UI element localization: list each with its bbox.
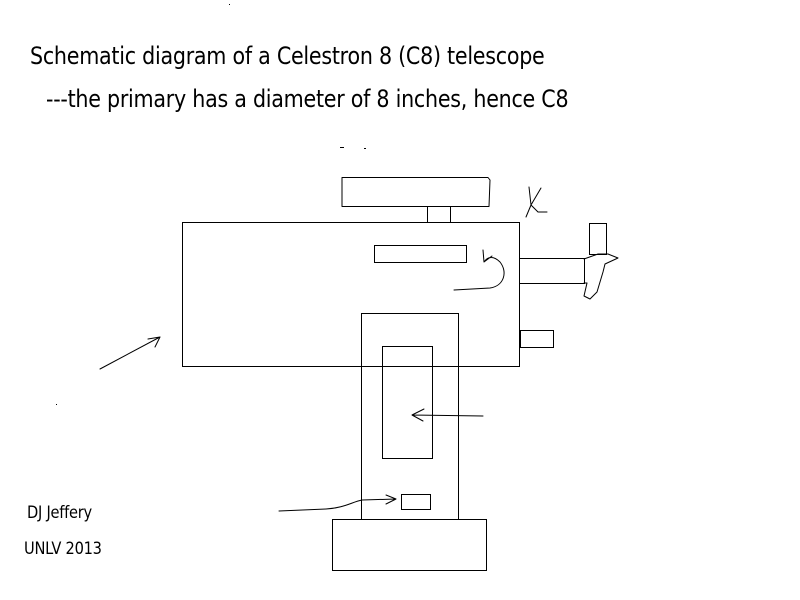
control-box	[401, 494, 431, 510]
optical-tube	[182, 222, 520, 367]
secondary-mirror	[374, 245, 467, 263]
finder-scope	[341, 177, 491, 207]
diagram-title: Schematic diagram of a Celestron 8 (C8) …	[30, 42, 545, 70]
credit-affiliation: UNLV 2013	[24, 539, 102, 559]
drive-housing	[382, 346, 433, 459]
scribble-mark	[525, 186, 548, 218]
diagram-subtitle: ---the primary has a diameter of 8 inche…	[46, 85, 569, 113]
curved-arrow	[453, 249, 505, 291]
drive-arrow	[411, 408, 484, 422]
focus-knob	[520, 330, 554, 348]
eyepiece-top	[589, 223, 607, 255]
credit-author: DJ Jeffery	[27, 503, 92, 523]
finder-mount	[427, 206, 451, 223]
mount-base	[332, 519, 487, 571]
star-diagonal	[583, 253, 619, 300]
eyepiece-tube	[519, 258, 585, 284]
stray-marks	[56, 4, 366, 405]
light-arrow	[99, 336, 161, 370]
control-arrow	[278, 494, 397, 512]
fork-arm	[361, 313, 459, 520]
